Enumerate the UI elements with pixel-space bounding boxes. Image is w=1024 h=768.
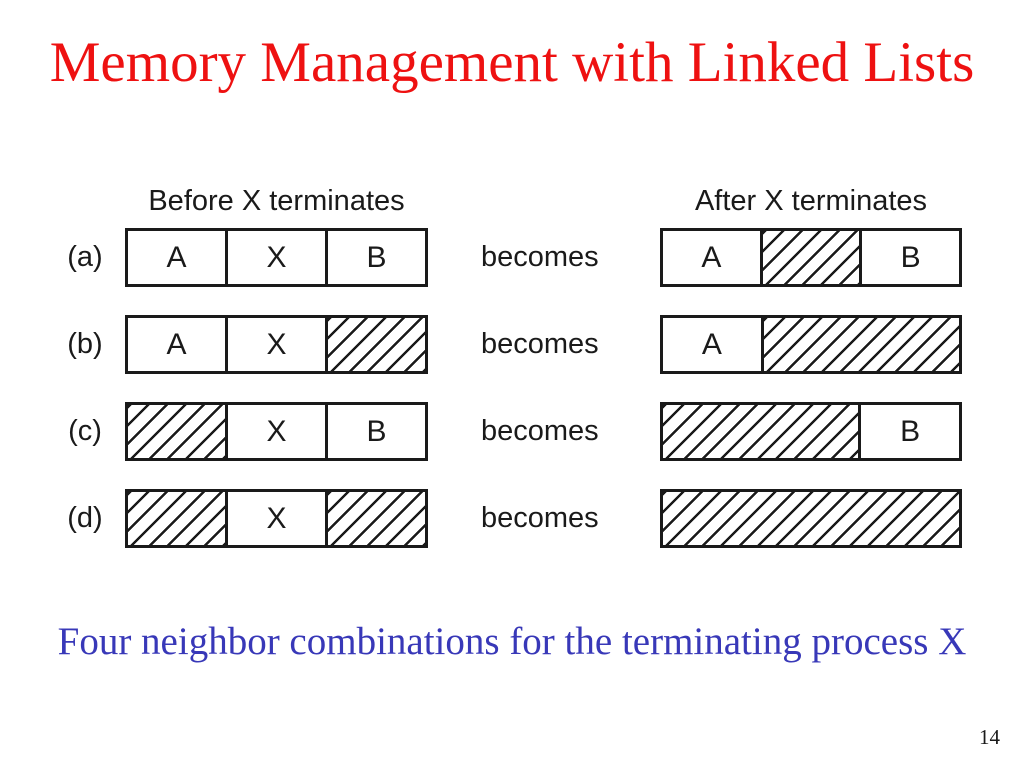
process-x-segment: X: [225, 492, 325, 545]
process-a-segment: A: [166, 240, 187, 274]
process-x-segment: X: [225, 318, 325, 371]
after-bar: A: [660, 315, 962, 374]
process-a-segment: A: [701, 327, 722, 361]
process-a-segment: A: [166, 327, 187, 361]
free-memory-segment: [128, 492, 225, 545]
process-b-segment: B: [859, 231, 959, 284]
slide-title: Memory Management with Linked Lists: [49, 31, 975, 94]
row-label: (d): [67, 502, 103, 534]
process-b-segment: B: [858, 405, 959, 458]
row-label: (c): [68, 415, 102, 447]
process-a-segment: A: [701, 240, 722, 274]
process-b-segment: B: [325, 231, 425, 284]
becomes-label: becomes: [481, 415, 599, 447]
becomes-label: becomes: [481, 241, 599, 273]
after-bar: [660, 489, 962, 548]
row-label: (b): [67, 328, 103, 360]
free-memory-segment: [325, 318, 425, 371]
free-memory-segment: [128, 405, 225, 458]
free-memory-segment: [760, 318, 959, 371]
free-memory-segment: [759, 231, 860, 284]
becomes-label: becomes: [481, 502, 599, 534]
after-column-header: After X terminates: [694, 185, 928, 217]
row-label: (a): [67, 241, 103, 273]
process-b-segment: B: [325, 405, 425, 458]
slide-caption: Four neighbor combinations for the termi…: [57, 620, 967, 663]
free-memory-segment: [325, 492, 425, 545]
page-number: 14: [979, 725, 1000, 749]
process-x-segment: X: [225, 231, 325, 284]
before-bar: X: [125, 489, 428, 548]
process-x-segment: X: [225, 405, 325, 458]
free-memory-segment: [663, 405, 859, 458]
free-memory-segment: [663, 492, 959, 545]
becomes-label: becomes: [481, 328, 599, 360]
before-column-header: Before X terminates: [148, 185, 405, 217]
after-bar: B: [660, 402, 962, 461]
